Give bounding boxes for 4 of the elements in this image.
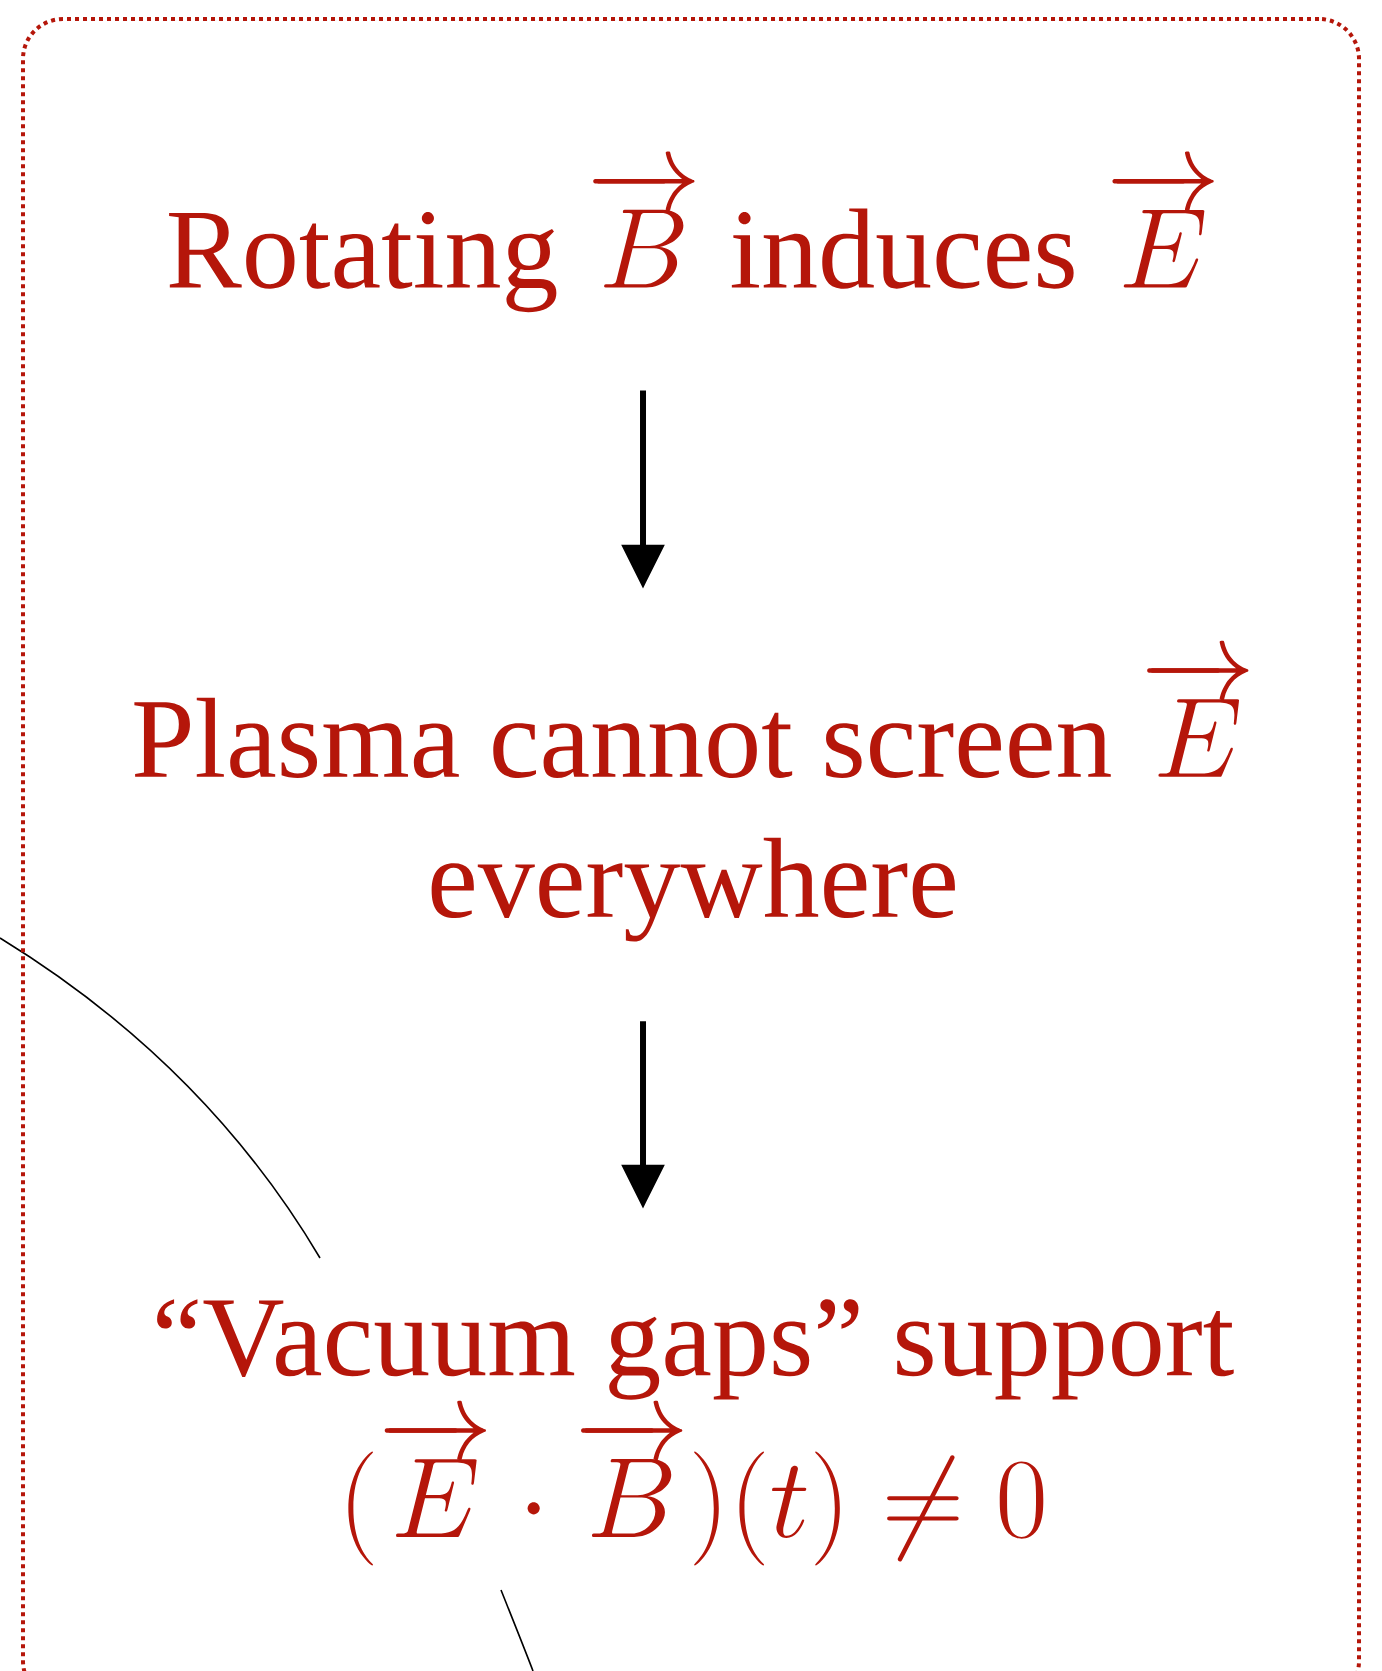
statement-text: $\begin{array}{c}\text{“Vacuum gaps” support}\\ (\overrightarrow{E}\cdot\overrightarrow{B})(t)\neq 0\end{array}$: [157, 1299, 1234, 1566]
statement-text: $\text{Rotating } \overrightarrow{B} \text{ induces } \overrightarrow{E}$: [169, 151, 1214, 313]
statement-text: $\begin{array}{c}\text{Plasma cannot screen } \overrightarrow{E}\\ \text{everywhere}\end{array}$: [134, 640, 1249, 942]
dotted-frame: [21, 17, 1361, 1671]
